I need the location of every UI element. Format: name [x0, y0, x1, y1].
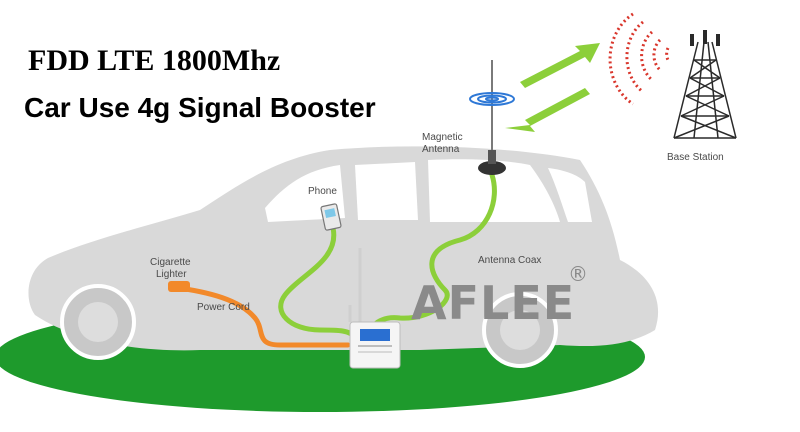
- label-cigarette-lighter: Cigarette Lighter: [150, 257, 191, 281]
- front-side-window: [355, 162, 418, 220]
- label-cigarette-lighter-line1: Cigarette: [150, 257, 191, 268]
- base-station-tower: [673, 41, 737, 139]
- magnetic-antenna-base: [478, 161, 506, 175]
- registered-mark: ®: [568, 262, 588, 286]
- label-magnetic-antenna-line1: Magnetic: [422, 132, 463, 143]
- antenna-coax-cable: [367, 172, 497, 337]
- title-frequency: FDD LTE 1800Mhz: [28, 44, 281, 77]
- label-phone: Phone: [308, 186, 337, 197]
- label-antenna-coax: Antenna Coax: [478, 255, 542, 266]
- label-base-station: Base Station: [667, 152, 724, 163]
- label-cigarette-lighter-line2: Lighter: [156, 269, 187, 280]
- booster-display: [360, 329, 390, 341]
- cigarette-lighter-plug: [168, 281, 190, 292]
- label-magnetic-antenna-line2: Antenna: [422, 144, 460, 155]
- label-magnetic-antenna: Magnetic Antenna: [422, 132, 463, 156]
- base-station-waves: [608, 12, 670, 106]
- quarter-window: [548, 168, 592, 222]
- phone-cable: [278, 225, 359, 341]
- downlink-arrow: [520, 43, 600, 88]
- brand-logo: AFLEE: [411, 276, 576, 330]
- power-cord: [169, 284, 351, 348]
- label-power-cord: Power Cord: [197, 302, 250, 313]
- antenna-signal-rings: [469, 92, 515, 106]
- booster-unit: [349, 321, 401, 369]
- uplink-arrow: [505, 88, 590, 132]
- title-product: Car Use 4g Signal Booster: [24, 92, 376, 123]
